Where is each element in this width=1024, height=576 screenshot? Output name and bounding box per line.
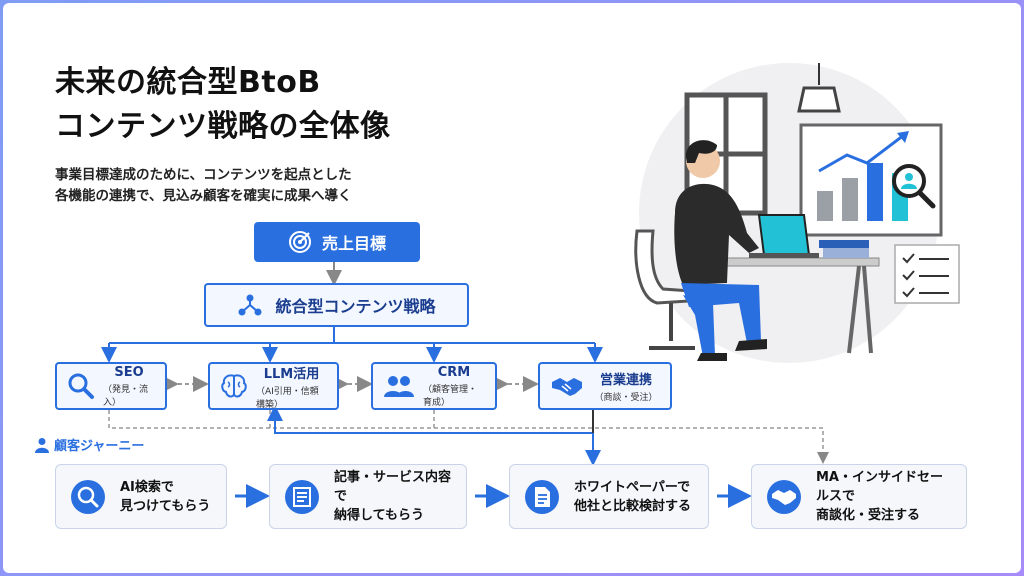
strategy-label: 統合型コンテンツ戦略 bbox=[275, 297, 436, 316]
function-sub: （AI引用・信頼構築） bbox=[256, 386, 319, 410]
function-sub: （発見・流入） bbox=[103, 384, 149, 408]
function-main: 営業連携 bbox=[599, 373, 652, 388]
users-icon bbox=[383, 373, 415, 399]
lamp-illustration bbox=[797, 63, 841, 113]
network-icon bbox=[237, 293, 263, 317]
step-line-1: 記事・サービス内容で bbox=[334, 470, 452, 504]
chart-board-illustration bbox=[799, 123, 943, 237]
step-line-1: MA・インサイドセールスで bbox=[816, 470, 943, 504]
subtitle-line-2: 各機能の連携で、見込み顧客を確実に成果へ導く bbox=[55, 188, 352, 204]
goal-label: 売上目標 bbox=[321, 234, 386, 253]
checklist-illustration bbox=[894, 244, 960, 304]
article-icon bbox=[284, 479, 320, 515]
journey-step-4: MA・インサイドセールスで 商談化・受注する bbox=[751, 464, 967, 529]
function-main: LLM活用 bbox=[263, 366, 320, 382]
step-line-1: ホワイトペーパーで bbox=[574, 479, 691, 495]
function-main: SEO bbox=[114, 364, 144, 380]
sales-goal-box: 売上目標 bbox=[254, 222, 420, 262]
document-icon bbox=[524, 479, 560, 515]
desk-illustration bbox=[716, 240, 880, 354]
person-illustration bbox=[674, 140, 767, 361]
step-line-2: 納得してもらう bbox=[334, 508, 424, 523]
strategy-box: 統合型コンテンツ戦略 bbox=[204, 283, 469, 327]
target-icon bbox=[288, 230, 312, 254]
function-sub: （顧客管理・育成） bbox=[423, 384, 478, 408]
journey-step-1: AI検索で 見つけてもらう bbox=[55, 464, 227, 529]
slide-canvas: 未来の統合型BtoB コンテンツ戦略の全体像 事業目標達成のために、コンテンツを… bbox=[3, 3, 1021, 573]
office-illustration bbox=[634, 63, 960, 363]
page-subtitle: 事業目標達成のために、コンテンツを起点とした 各機能の連携で、見込み顧客を確実に… bbox=[55, 165, 352, 207]
step-line-2: 見つけてもらう bbox=[120, 498, 211, 514]
person-icon bbox=[35, 437, 49, 453]
title-line-1: 未来の統合型BtoB bbox=[55, 65, 321, 100]
subtitle-line-1: 事業目標達成のために、コンテンツを起点とした bbox=[55, 167, 352, 183]
laptop-illustration bbox=[749, 214, 819, 258]
search-icon bbox=[67, 372, 95, 400]
handshake-icon bbox=[550, 374, 584, 398]
brain-icon bbox=[220, 373, 248, 399]
page-title: 未来の統合型BtoB コンテンツ戦略の全体像 bbox=[55, 61, 391, 149]
step-line-2: 商談化・受注する bbox=[816, 508, 921, 523]
step-line-2: 他社と比較検討する bbox=[574, 498, 692, 514]
function-sub: （商談・受注） bbox=[594, 393, 658, 403]
handshake-icon bbox=[766, 479, 802, 515]
journey-label-text: 顧客ジャーニー bbox=[54, 439, 145, 454]
function-sales: 営業連携 （商談・受注） bbox=[538, 362, 672, 410]
connector-lines bbox=[101, 259, 829, 508]
search-icon bbox=[70, 479, 106, 515]
journey-label: 顧客ジャーニー bbox=[35, 435, 144, 454]
function-main: CRM bbox=[437, 364, 471, 380]
function-seo: SEO （発見・流入） bbox=[55, 362, 167, 410]
step-line-1: AI検索で bbox=[120, 479, 174, 495]
journey-step-3: ホワイトペーパーで 他社と比較検討する bbox=[509, 464, 709, 529]
journey-step-2: 記事・サービス内容で 納得してもらう bbox=[269, 464, 467, 529]
function-crm: CRM （顧客管理・育成） bbox=[371, 362, 497, 410]
function-llm: LLM活用 （AI引用・信頼構築） bbox=[208, 362, 339, 410]
title-line-2: コンテンツ戦略の全体像 bbox=[55, 109, 391, 144]
